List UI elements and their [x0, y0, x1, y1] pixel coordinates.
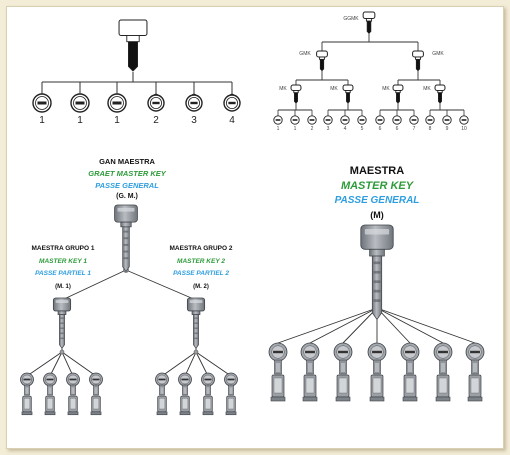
d2-number: 2: [310, 126, 314, 132]
d4-cylinder-icon: [333, 342, 353, 402]
d1-number: 1: [77, 115, 83, 126]
d3-group1-en: MASTER KEY 1: [39, 258, 87, 265]
d2-cylinder-icon: [273, 115, 283, 125]
d2-number: 3: [326, 126, 330, 132]
d3-group2-en: MASTER KEY 2: [177, 258, 225, 265]
d1-cylinder-icon: [32, 93, 52, 113]
d2-cylinder-icon: [375, 115, 385, 125]
d1-cylinder-icon: [107, 93, 127, 113]
d2-number: 7: [412, 126, 416, 132]
d1-number: 1: [39, 115, 45, 126]
d4-cylinder-icon: [465, 342, 485, 402]
d2-mk-label: MK: [279, 86, 287, 92]
d3-group2-code: (M. 2): [193, 284, 209, 290]
d3-group1-title: MAESTRA GRUPO 1: [31, 245, 95, 252]
d2-mk-label: MK: [330, 86, 338, 92]
d3-grand-master-key-icon: [114, 204, 138, 273]
d3-cylinder-icon: [178, 372, 192, 416]
d4-cylinder-icon: [300, 342, 320, 402]
d2-number: 6: [395, 126, 399, 132]
d1-cylinder-icon: [70, 93, 90, 113]
d2-gmk-key-icon: [316, 50, 328, 72]
d3-title-fr: PASSE GENERAL: [95, 181, 159, 190]
d2-mk-key-icon: [434, 84, 446, 104]
d3-group1-code: (M. 1): [55, 284, 71, 290]
d2-number: 1: [293, 126, 297, 132]
d2-number: 9: [445, 126, 449, 132]
d4-title-fr: PASSE GENERAL: [334, 195, 420, 206]
d4-cylinder-icon: [268, 342, 288, 402]
d3-group2-fr: PASSE PARTIEL 2: [173, 270, 229, 277]
d3-cylinder-icon: [20, 372, 34, 416]
d3-group1-key-icon: [52, 297, 72, 350]
d2-mk-key-icon: [342, 84, 354, 104]
d4-code: (M): [370, 210, 384, 220]
d2-number: 10: [461, 126, 467, 132]
d4-cylinder-icon: [367, 342, 387, 402]
d4-lines: [277, 300, 476, 344]
d3-group2-key-icon: [186, 297, 206, 350]
d2-mk-label: MK: [423, 86, 431, 92]
d4-master-key-icon: [360, 224, 394, 321]
d2-mk-key-icon: [290, 84, 302, 104]
d4-cylinder-icon: [433, 342, 453, 402]
d4-title-en: MASTER KEY: [340, 180, 414, 192]
d1-number: 4: [229, 115, 235, 126]
d2-cylinder-icon: [307, 115, 317, 125]
d2-ggmk-key-icon: [362, 11, 376, 34]
d1-number: 1: [114, 115, 120, 126]
d3-cylinder-icon: [43, 372, 57, 416]
d3-group1-fr: PASSE PARTIEL 1: [35, 270, 91, 277]
d2-mk-key-icon: [392, 84, 404, 104]
d2-number: 4: [343, 126, 347, 132]
d2-cylinder-icon: [442, 115, 452, 125]
d2-cylinder-icon: [357, 115, 367, 125]
d2-lines: [278, 32, 464, 111]
d3-title: GAN MAESTRA: [99, 157, 155, 166]
d1-padlock-icon: [147, 93, 165, 112]
d2-cylinder-icon: [290, 115, 300, 125]
d3-cylinder-icon: [201, 372, 215, 416]
d3-lines: [26, 262, 232, 377]
d2-ggmk-label: GGMK: [343, 16, 359, 22]
d2-cylinder-icon: [409, 115, 419, 125]
d2-number: 5: [360, 126, 364, 132]
d3-code: (G. M.): [116, 193, 138, 200]
d2-mk-label: MK: [382, 86, 390, 92]
d2-cylinder-icon: [425, 115, 435, 125]
d2-number: 1: [276, 126, 280, 132]
d1-number: 3: [191, 115, 197, 126]
d3-title-en: GRAET MASTER KEY: [88, 169, 166, 178]
d2-number: 6: [378, 126, 382, 132]
d1-master-key-icon: [118, 19, 148, 72]
d2-cylinder-icon: [340, 115, 350, 125]
d2-cylinder-icon: [459, 115, 469, 125]
d2-gmk-label: GMK: [432, 51, 444, 57]
d3-group2-title: MAESTRA GRUPO 2: [169, 245, 233, 252]
d3-junction-1: [59, 349, 65, 355]
d3-cylinder-icon: [155, 372, 169, 416]
d2-number: 8: [428, 126, 432, 132]
d2-gmk-key-icon: [412, 50, 424, 72]
d1-lines: [41, 72, 233, 94]
d3-cylinder-icon: [66, 372, 80, 416]
d1-padlock-icon: [223, 93, 241, 112]
d2-cylinder-icon: [323, 115, 333, 125]
d3-cylinder-icon: [224, 372, 238, 416]
d3-cylinder-icon: [89, 372, 103, 416]
d1-number: 2: [153, 115, 159, 126]
d2-cylinder-icon: [392, 115, 402, 125]
d4-cylinder-icon: [400, 342, 420, 402]
d4-title: MAESTRA: [349, 165, 405, 177]
d1-padlock-icon: [185, 93, 203, 112]
d2-gmk-label: GMK: [299, 51, 311, 57]
d3-junction-2: [193, 349, 199, 355]
